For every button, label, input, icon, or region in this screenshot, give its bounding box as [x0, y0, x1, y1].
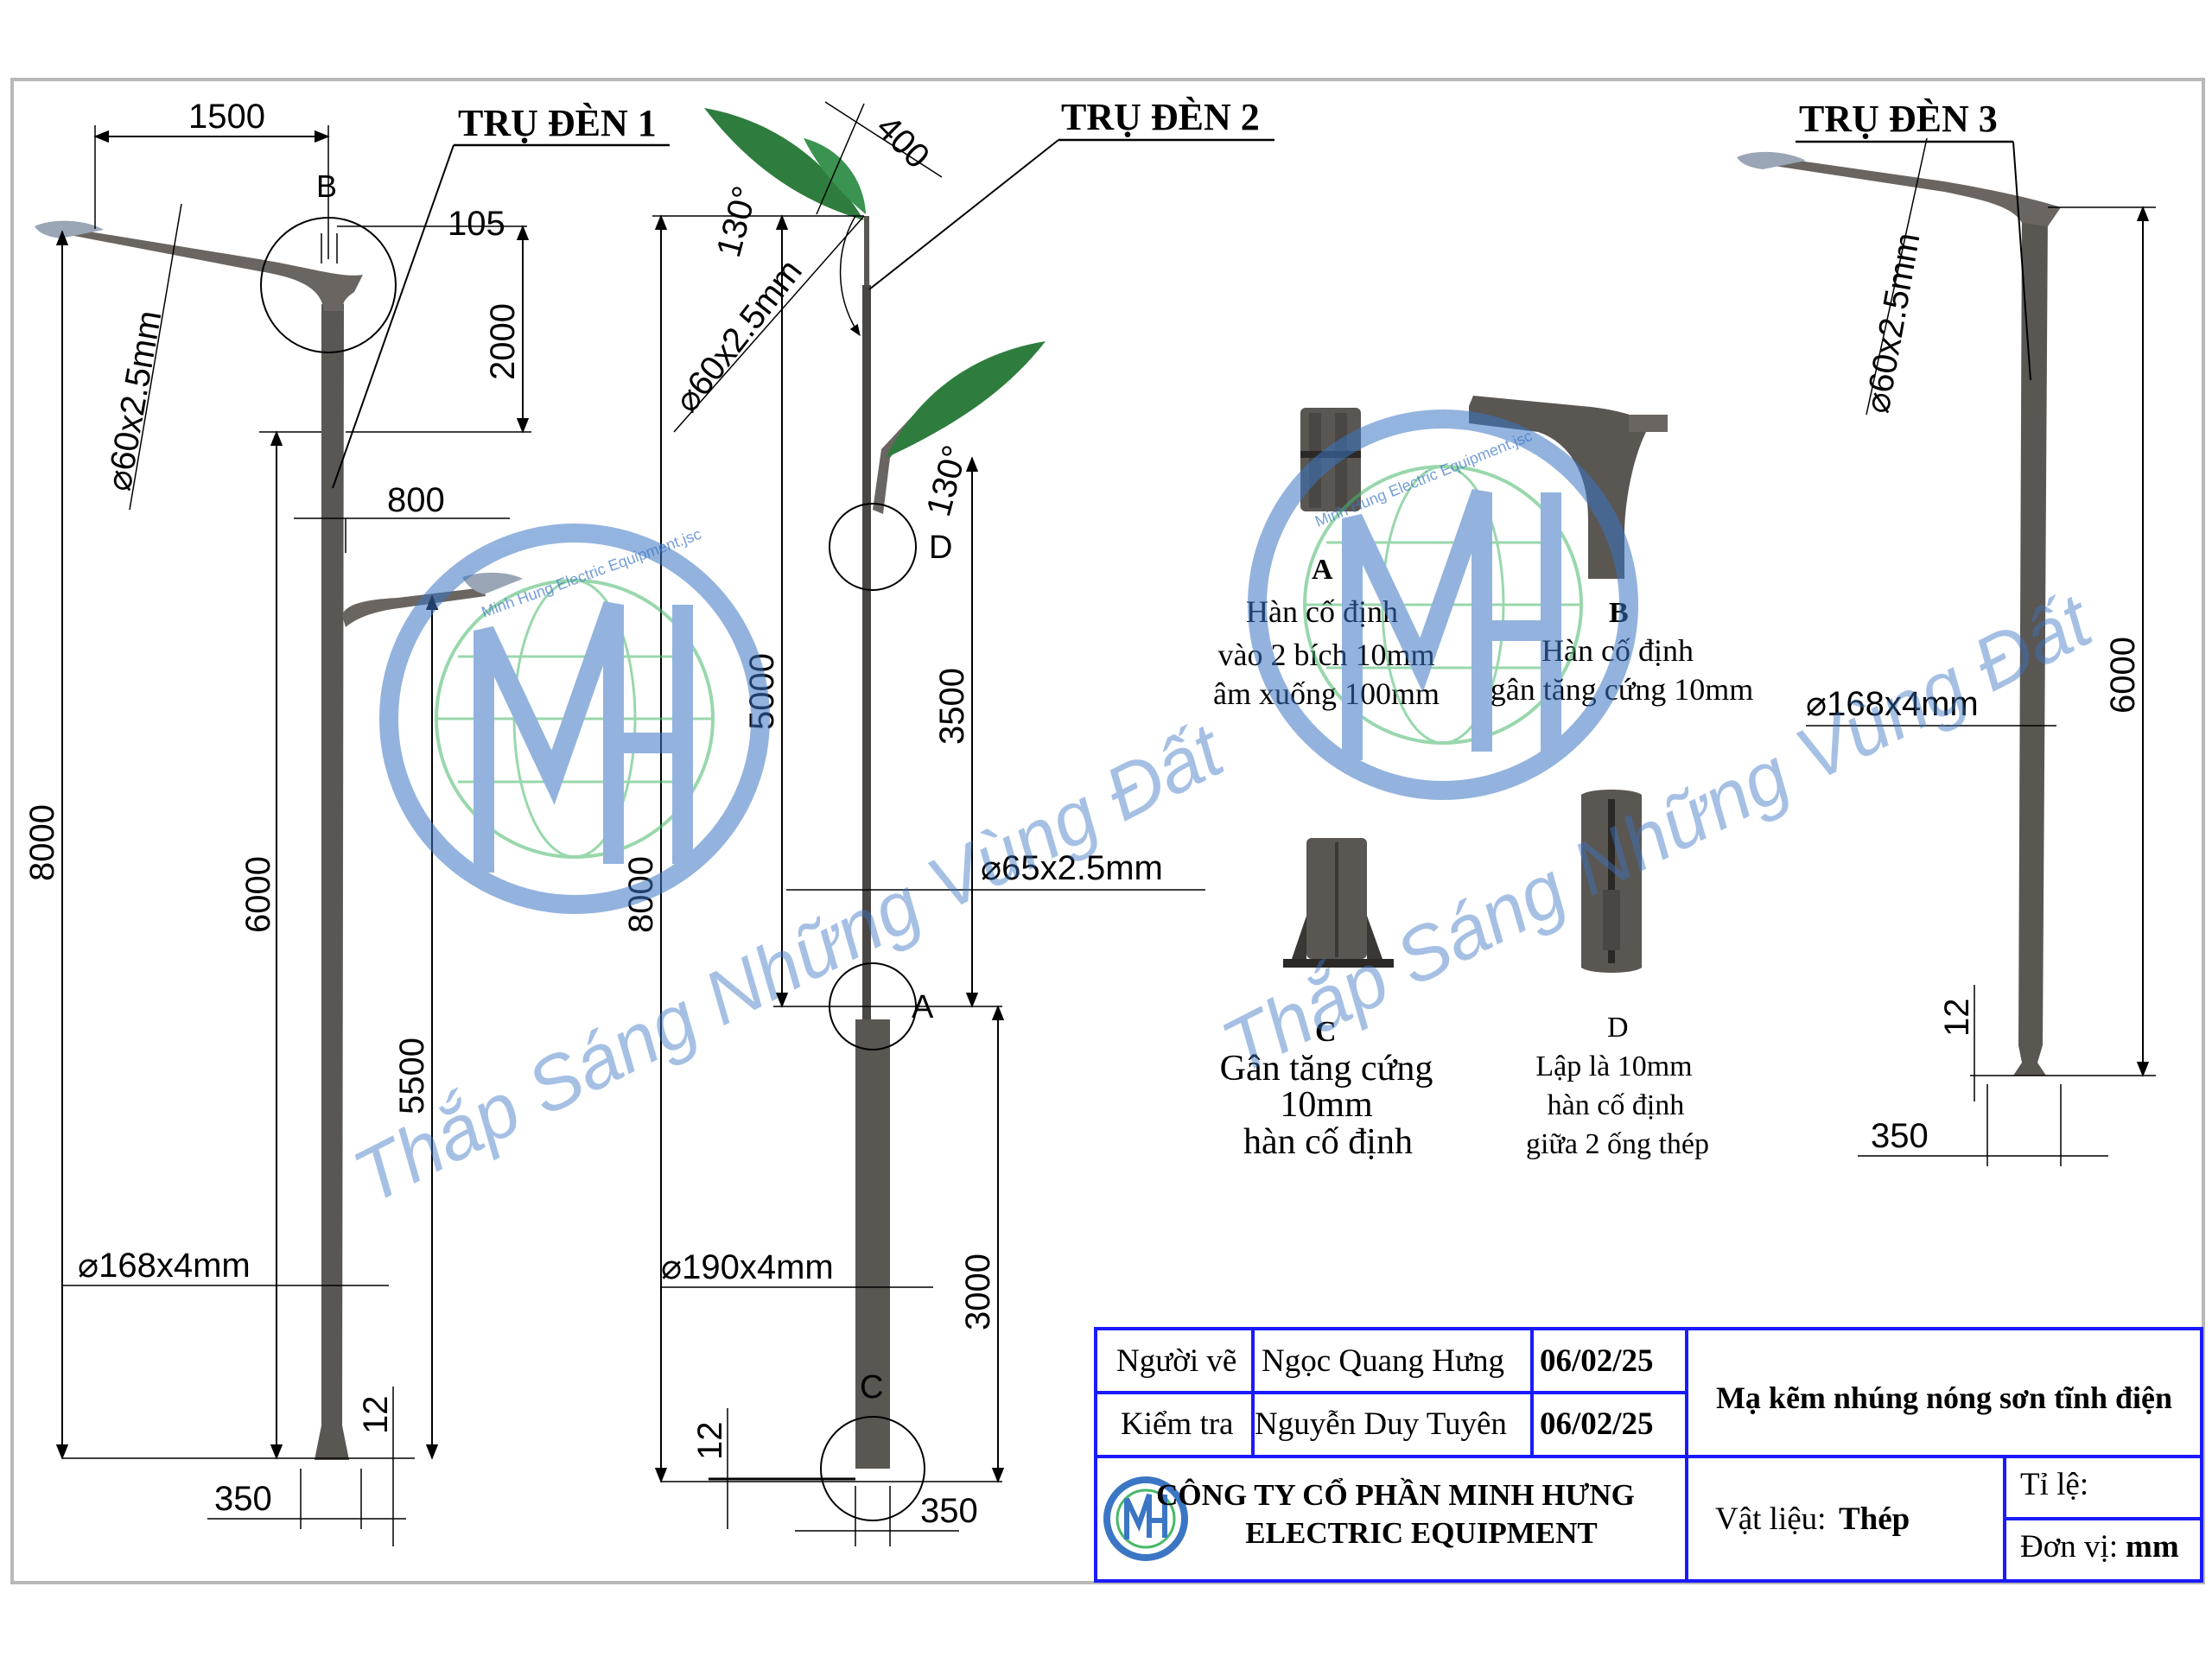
- watermark-logo-right: [1248, 409, 1638, 800]
- p2-detail-c-label: C: [860, 1369, 883, 1406]
- pole-1-lower-lamp: [462, 572, 523, 594]
- company-logo: [1103, 1476, 1188, 1561]
- scale-label: Tỉ lệ:: [2020, 1467, 2088, 1502]
- material-value: Thép: [1839, 1501, 1910, 1537]
- drawn-by-name: Ngọc Quang Hưng: [1262, 1343, 1504, 1379]
- detail-c-line1: Gân tăng cứng: [1220, 1049, 1433, 1089]
- p2-dim-pipe-small: ⌀65x2.5mm: [981, 849, 1163, 887]
- p1-detail-b-circle: [260, 217, 397, 353]
- p1-dim-arm-length: 1500: [188, 98, 265, 136]
- pole-3-title: TRỤ ĐÈN 3: [1799, 98, 1998, 140]
- pole-1-lamp-head: [35, 220, 104, 238]
- detail-d-line1: Lập là 10mm: [1535, 1050, 1692, 1082]
- p1-dim-mid-height: 6000: [239, 856, 277, 933]
- p2-detail-a-circle: [829, 962, 917, 1050]
- pole-1-top-arm: [57, 226, 363, 311]
- detail-d-letter: D: [1607, 1012, 1629, 1044]
- material-label: Vật liệu:: [1715, 1501, 1826, 1537]
- p3-dim-arm-pipe: ⌀60x2.5mm: [1859, 230, 1928, 416]
- detail-a-line1: Hàn cố định: [1246, 594, 1398, 629]
- detail-c-line3: hàn cố định: [1243, 1122, 1413, 1162]
- pole-3-shaft: [2013, 212, 2048, 1076]
- drawn-date: 06/02/25: [1540, 1343, 1654, 1379]
- detail-d-line3: giữa 2 ống thép: [1526, 1128, 1709, 1160]
- pole-3-arm: [1763, 156, 2061, 226]
- p3-dim-height: 6000: [2104, 637, 2142, 714]
- p2-dim-base-gap: 12: [691, 1422, 729, 1461]
- p2-dim-leaf: 400: [869, 108, 937, 175]
- unit-label: Đơn vị:: [2020, 1529, 2118, 1565]
- p2-detail-d-circle: [829, 503, 917, 591]
- detail-c-line2: 10mm: [1280, 1085, 1373, 1125]
- p1-detail-b-label: B: [316, 168, 337, 204]
- unit-value: mm: [2126, 1529, 2179, 1565]
- p2-detail-a-label: A: [912, 989, 934, 1025]
- detail-d-line2: hàn cố định: [1548, 1089, 1685, 1121]
- watermark-logo-left: [379, 524, 770, 914]
- p2-dim-angle-2: 130°: [919, 441, 975, 520]
- company-name-line1: CÔNG TY CỔ PHẦN MINH HƯNG: [1156, 1476, 1635, 1512]
- p1-dim-low-height: 5500: [393, 1038, 431, 1114]
- company-name-line2: ELECTRIC EQUIPMENT: [1245, 1516, 1597, 1550]
- pole-3: TRỤ ĐÈN 3 ⌀60x2.5mm 6000 ⌀168x4mm 12 350: [1737, 98, 2156, 1166]
- p2-dim-arm-pipe: ⌀60x2.5mm: [667, 252, 809, 419]
- p2-detail-d-label: D: [929, 530, 952, 566]
- p1-dim-base-gap: 12: [357, 1396, 395, 1435]
- diameter-symbol: ⌀: [661, 1248, 682, 1286]
- p3-dim-pipe: ⌀168x4mm: [1806, 685, 1979, 723]
- p3-dim-base-gap: 12: [1938, 999, 1976, 1038]
- pole-2-branch: [873, 410, 923, 514]
- diameter-symbol: ⌀: [981, 849, 1001, 887]
- finish-spec: Mạ kẽm nhúng nóng sơn tĩnh điện: [1716, 1381, 2172, 1415]
- checked-by-label: Kiểm tra: [1121, 1406, 1233, 1442]
- p1-dim-lower-arm: 800: [387, 481, 445, 519]
- p3-dim-base-width: 350: [1871, 1117, 1929, 1155]
- diameter-symbol: ⌀: [78, 1247, 99, 1285]
- pole-2-title: TRỤ ĐÈN 2: [1061, 96, 1260, 138]
- pole-2-shaft: [855, 216, 890, 1469]
- p1-dim-offset: 105: [448, 205, 505, 243]
- p2-dim-lower: 3000: [959, 1254, 997, 1330]
- p2-detail-c-circle: [820, 1416, 925, 1521]
- pole-1-title: TRỤ ĐÈN 1: [458, 102, 657, 144]
- detail-a-letter: A: [1312, 554, 1333, 586]
- checked-date: 06/02/25: [1540, 1406, 1654, 1442]
- pole-2-leaf-top-inner: [804, 138, 866, 214]
- p1-dim-arm-pipe: ⌀60x2.5mm: [100, 308, 169, 493]
- pole-1-shaft: [315, 304, 349, 1460]
- p2-dim-base-width: 350: [920, 1492, 978, 1530]
- p1-dim-pipe: ⌀168x4mm: [78, 1247, 251, 1285]
- diameter-symbol: ⌀: [1806, 685, 1827, 723]
- pole-2-leaf-lower: [886, 341, 1046, 458]
- pole-1: TRỤ ĐÈN 1 1500 B 105 2000 ⌀60x2.5mm 800 …: [23, 98, 670, 1546]
- checked-by-name: Nguyễn Duy Tuyên: [1255, 1406, 1507, 1442]
- drawn-by-label: Người vẽ: [1116, 1343, 1236, 1379]
- p2-dim-mid: 3500: [933, 668, 971, 745]
- pole-2-leaf-top-left: [704, 108, 864, 220]
- p2-dim-pipe: ⌀190x4mm: [661, 1248, 834, 1286]
- p1-dim-arm-rise: 2000: [484, 303, 522, 380]
- detail-c-letter: C: [1315, 1016, 1337, 1048]
- pole-3-lamp-head: [1737, 151, 1806, 169]
- p1-dim-base-width: 350: [214, 1480, 272, 1518]
- title-block: [1094, 1327, 2203, 1583]
- detail-d-graphic: [1581, 790, 1642, 973]
- p1-dim-total-height: 8000: [23, 804, 61, 881]
- pole-1-lower-arm: [342, 587, 486, 627]
- detail-c-graphic: [1283, 838, 1394, 968]
- p2-dim-angle-1: 130°: [709, 182, 765, 261]
